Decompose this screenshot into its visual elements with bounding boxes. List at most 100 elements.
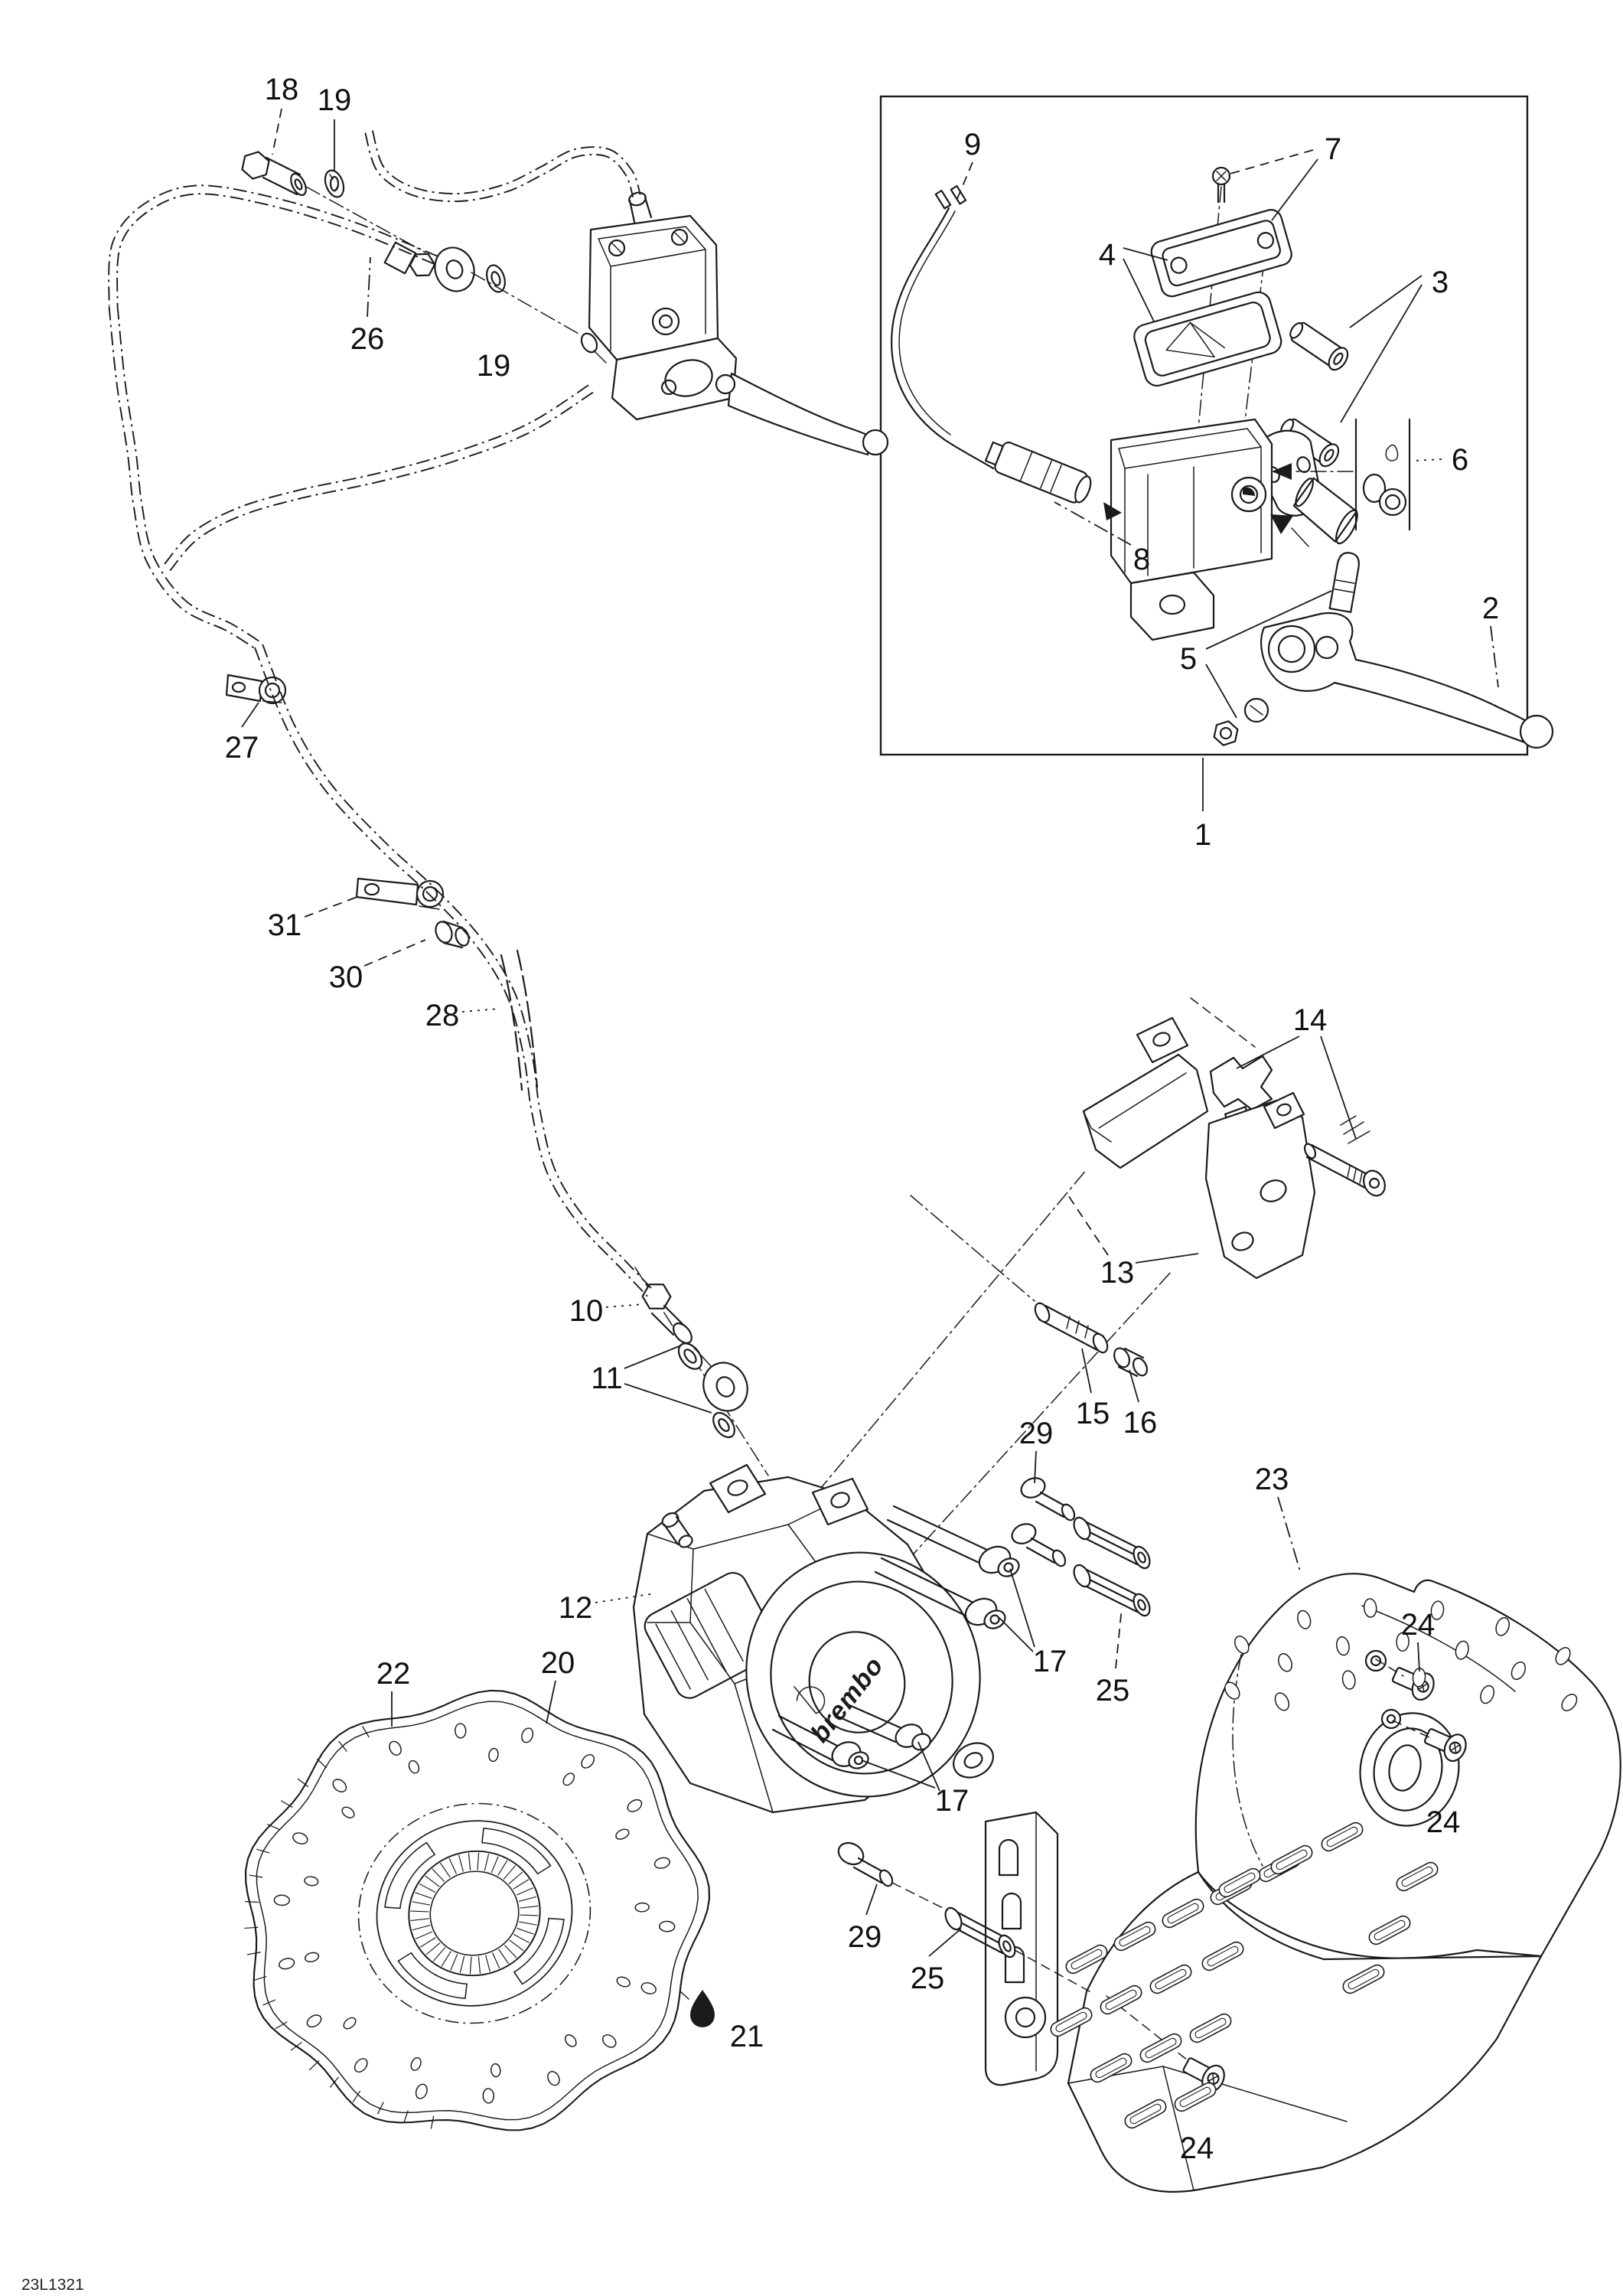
lever-plunger — [1328, 552, 1360, 613]
hose-edge — [262, 644, 654, 1291]
leader-line — [367, 256, 371, 318]
brake-disc — [244, 1689, 711, 2131]
bleed-screw — [661, 1512, 693, 1548]
pin-29b — [837, 1841, 894, 1887]
callout-19-3: 19 — [477, 349, 511, 383]
hose-edge — [254, 647, 648, 1297]
callout-5-17: 5 — [1180, 642, 1197, 676]
callout-23-25: 23 — [1255, 1463, 1289, 1496]
brake-switch-wire — [891, 184, 995, 470]
hose-edge — [364, 132, 634, 203]
brake-pads — [1082, 997, 1386, 1280]
leader-line — [241, 702, 259, 728]
brake-light-switch — [984, 441, 1092, 504]
callout-8-16: 8 — [1133, 543, 1150, 576]
hose-edge — [169, 391, 594, 572]
banjo-eye — [693, 1346, 748, 1412]
banjo-axis-2 — [471, 272, 579, 334]
callout-14-20: 14 — [1293, 1003, 1328, 1037]
leader-line — [1271, 158, 1318, 221]
callout-7-12: 7 — [1325, 132, 1341, 166]
callout-27-4: 27 — [225, 731, 259, 765]
callout-21-31: 21 — [730, 2020, 764, 2053]
callout-22-29: 22 — [376, 1657, 411, 1691]
callout-17-28: 17 — [935, 1784, 970, 1818]
callout-19-1: 19 — [318, 83, 352, 117]
banjo-lower — [634, 1267, 769, 1476]
leader-line — [1227, 149, 1314, 175]
leader-line — [1135, 1253, 1199, 1264]
leader-line — [1123, 258, 1155, 322]
hose-edge — [371, 130, 641, 195]
master-cylinder-main — [580, 191, 889, 456]
banjo-bolt-18 — [241, 151, 307, 197]
leader-line — [1340, 284, 1423, 423]
leader-line — [917, 1741, 940, 1792]
callout-29-24: 29 — [1019, 1417, 1054, 1450]
callout-1-19: 1 — [1194, 818, 1211, 852]
callout-18-0: 18 — [265, 73, 299, 106]
master-cylinder-body-inset — [1110, 418, 1273, 641]
callout-9-11: 9 — [964, 128, 981, 161]
leader-line — [304, 895, 362, 918]
mount-bolts-17a — [874, 1505, 1020, 1629]
leader-line — [1320, 1035, 1357, 1140]
washer-19b — [486, 264, 506, 293]
banjo-axis — [305, 186, 426, 253]
leader-line — [1349, 275, 1423, 328]
leader-line — [605, 1303, 645, 1308]
leader-line — [1115, 1606, 1123, 1669]
pad-pin-15 — [1034, 1302, 1109, 1354]
banjo-bolt-10 — [641, 1283, 693, 1344]
lever-boot — [1292, 477, 1358, 545]
guard-screw-24b — [1423, 1728, 1467, 1762]
callout-17-26: 17 — [1033, 1645, 1067, 1678]
callout-28-7: 28 — [425, 999, 460, 1032]
leader-line — [999, 1617, 1034, 1652]
clamp-31 — [355, 877, 445, 910]
callout-25-27: 25 — [1096, 1674, 1130, 1707]
leader-line — [1123, 247, 1168, 261]
brake-lever-main — [727, 372, 874, 456]
leader-line — [272, 108, 282, 155]
leader-line — [1490, 625, 1499, 688]
leader-line — [1034, 1450, 1037, 1484]
callout-6-15: 6 — [1452, 443, 1468, 477]
leader-line — [1081, 1348, 1092, 1394]
grommet-30 — [435, 920, 470, 949]
leader-line — [624, 1383, 712, 1414]
hose-edge — [108, 184, 438, 306]
pad-pin-14 — [1303, 1143, 1386, 1197]
callout-25-35: 25 — [911, 1962, 945, 1995]
upper-hose-fittings — [241, 151, 579, 334]
leader-line — [624, 1345, 682, 1369]
hose-edge — [108, 306, 257, 651]
callout-13-21: 13 — [1100, 1256, 1135, 1290]
callout-15-22: 15 — [1076, 1397, 1110, 1430]
leader-line — [1413, 458, 1442, 461]
leader-line — [956, 161, 973, 201]
leader-line — [363, 939, 426, 967]
assembly-arrow — [1103, 502, 1122, 520]
leader-line — [1205, 664, 1237, 719]
reservoir-diaphragm — [1133, 291, 1282, 387]
callout-4-13: 4 — [1099, 238, 1116, 272]
leader-line — [1417, 1642, 1420, 1672]
hose-edge — [116, 193, 435, 307]
callout-16-23: 16 — [1123, 1406, 1158, 1440]
leader-line — [1205, 590, 1332, 650]
protector-sleeve-28 — [500, 949, 539, 1091]
washer-11b — [712, 1411, 735, 1439]
leader-line — [1236, 1035, 1300, 1069]
pad-spring-clip — [1340, 1115, 1370, 1144]
callout-31-5: 31 — [268, 908, 302, 942]
callout-24-33: 24 — [1426, 1805, 1461, 1839]
callout-24-36: 24 — [1180, 2131, 1214, 2165]
leader-line — [1009, 1568, 1035, 1648]
callout-2-18: 2 — [1482, 592, 1499, 625]
spacers-25a — [1073, 1516, 1151, 1617]
callout-10-8: 10 — [569, 1294, 604, 1328]
assembly-arrow — [1270, 514, 1293, 534]
